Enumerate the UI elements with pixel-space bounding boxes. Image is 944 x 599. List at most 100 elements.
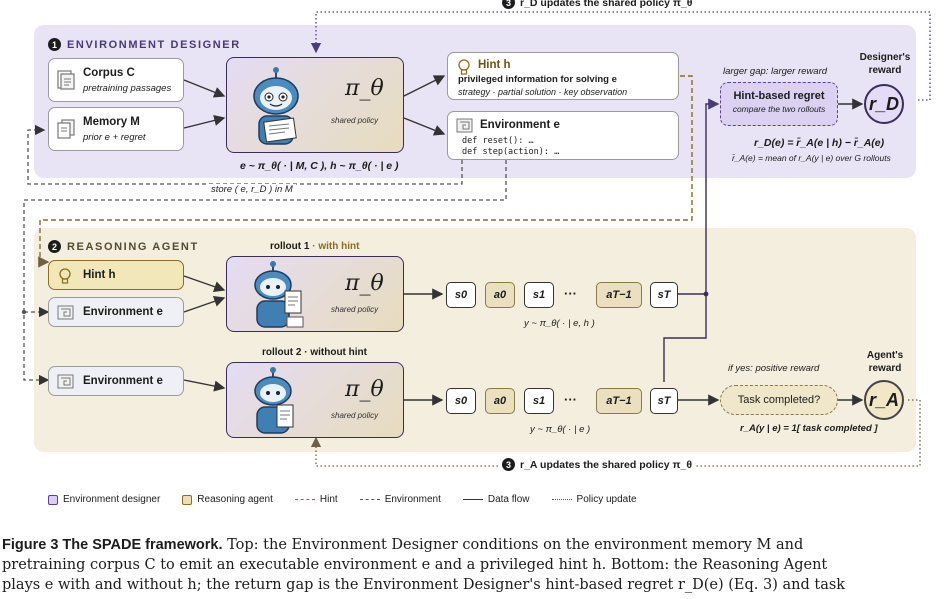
rollout2-to-regret xyxy=(663,296,707,382)
designer-title-text: ENVIRONMENT DESIGNER xyxy=(67,38,241,51)
top-note-text: r_D updates the shared policy π_θ xyxy=(520,0,693,9)
token-a0: a0 xyxy=(485,388,515,414)
agent-reward-circle: r_A xyxy=(864,380,904,420)
token-ellipsis: ··· xyxy=(564,392,577,407)
lightbulb-icon xyxy=(458,59,470,75)
hint-flow-line xyxy=(38,75,693,268)
memory-arrow xyxy=(183,114,226,129)
designer-policy: π_θ shared policy xyxy=(226,57,404,153)
hint-to-policy-arrow xyxy=(183,275,226,293)
positive-reward-label: if yes: positive reward xyxy=(728,363,820,374)
policy-symbol: π_θ xyxy=(345,271,384,296)
agent-hint-label: Hint h xyxy=(83,269,116,281)
corpus-card: Corpus C pretraining passages xyxy=(48,58,184,102)
rollout2-label: rollout 2 · without hint xyxy=(262,347,367,358)
legend-designer: Environment designer xyxy=(48,494,160,505)
agent-policy-2: π_θ shared policy xyxy=(226,362,404,438)
token-aT-1: aT−1 xyxy=(596,282,642,308)
top-policy-update-line xyxy=(310,11,931,101)
designer-reward-label: Designer's reward xyxy=(859,52,911,76)
legend-agent: Reasoning agent xyxy=(182,494,273,505)
gap-label: larger gap: larger reward xyxy=(723,66,828,77)
token-sT: sT xyxy=(650,282,678,308)
legend-environment-line xyxy=(359,499,380,500)
legend-hint: Hint xyxy=(294,494,338,505)
legend-environment: Environment xyxy=(359,494,441,505)
store-memory-line xyxy=(27,124,463,185)
designer-reward-symbol: r_D xyxy=(868,93,899,114)
agent-title-text: REASONING AGENT xyxy=(67,240,199,253)
env-code-step: def step(action): … xyxy=(462,147,560,157)
legend-policy-update-label: Policy update xyxy=(576,494,637,505)
task-question: Task completed? xyxy=(737,394,821,406)
agent-hint-card: Hint h xyxy=(48,260,184,290)
regret-title: Hint-based regret xyxy=(733,90,825,102)
mean-equation: r̄_A(e) = mean of r_A(y | e) over G roll… xyxy=(732,153,891,163)
legend-environment-label: Environment xyxy=(384,494,441,505)
policy-symbol: π_θ xyxy=(345,377,384,402)
agent-reward-label: Agent's reward xyxy=(866,350,904,374)
figure-caption: Figure 3 The SPADE framework. Top: the E… xyxy=(2,535,942,595)
rollout1-distribution: y ~ π_θ( · | e, h ) xyxy=(524,318,595,329)
environment-card: Environment e def reset(): … def step(ac… xyxy=(447,111,679,160)
task-completed-box: Task completed? xyxy=(720,385,838,415)
memory-title: Memory M xyxy=(83,116,140,128)
legend-hint-label: Hint xyxy=(319,494,338,505)
token-aT-1: aT−1 xyxy=(596,388,642,414)
hint-card: Hint h privileged information for solvin… xyxy=(447,52,679,100)
agent-env-card-2: Environment e xyxy=(48,366,184,396)
caption-line-2: pretraining corpus C to emit an executab… xyxy=(2,557,828,573)
env-title: Environment e xyxy=(480,119,560,131)
caption-line1-text: Top: the Environment Designer conditions… xyxy=(227,537,804,553)
memory-card: Memory M prior e + regret xyxy=(48,107,184,151)
policy-sub: shared policy xyxy=(331,305,379,314)
maze-icon xyxy=(456,118,473,133)
rollout1-label: rollout 1 · with hint xyxy=(270,241,359,252)
document-icon xyxy=(57,70,75,90)
lightbulb-icon xyxy=(59,268,71,284)
env-flow-line xyxy=(23,160,507,386)
regret-box: Hint-based regret compare the two rollou… xyxy=(720,82,838,126)
env1-to-policy-arrow xyxy=(183,295,226,313)
agent-reward-equation: r_A(y | e) = 1[ task completed ] xyxy=(740,423,878,434)
legend: Environment designer Reasoning agent Hin… xyxy=(48,494,637,505)
maze-icon xyxy=(57,305,74,320)
legend-designer-swatch xyxy=(48,494,58,505)
legend-policy-update-line xyxy=(551,499,572,500)
legend-hint-line xyxy=(294,499,315,500)
caption-lead: Figure 3 The SPADE framework. xyxy=(2,537,223,553)
hint-line2: strategy · partial solution · key observ… xyxy=(458,87,628,97)
legend-policy-update: Policy update xyxy=(551,494,637,505)
connector-layer xyxy=(21,11,931,467)
legend-dataflow: Data flow xyxy=(462,494,530,505)
env-code-reset: def reset(): … xyxy=(462,136,534,146)
rollout2-title: rollout 2 xyxy=(262,347,302,358)
robot-icon xyxy=(254,367,294,434)
caption-line-3: plays e with and without h; the return g… xyxy=(2,577,846,593)
agent-reward-symbol: r_A xyxy=(868,389,899,410)
bottom-note-text: r_A updates the shared policy π_θ xyxy=(520,458,693,471)
corpus-sub: pretraining passages xyxy=(83,83,172,94)
token-s0: s0 xyxy=(446,282,476,308)
step-number: 1 xyxy=(48,38,61,51)
legend-dataflow-line xyxy=(462,499,483,500)
token-s1: s1 xyxy=(524,388,554,414)
hint-line1: privileged information for solving e xyxy=(458,74,617,85)
regret-equation: r_D(e) = r̄_A(e | h) − r̄_A(e) xyxy=(754,137,885,149)
bottom-policy-update-note: 3 r_A updates the shared policy π_θ xyxy=(498,458,697,471)
token-s0: s0 xyxy=(446,388,476,414)
rollout1-to-regret xyxy=(676,98,720,295)
env2-to-policy-arrow xyxy=(183,379,226,392)
caption-line-1: Figure 3 The SPADE framework. Top: the E… xyxy=(2,535,942,555)
top-policy-update-note: 3 r_D updates the shared policy π_θ xyxy=(498,0,697,9)
rollout1-tag: · with hint xyxy=(312,241,360,252)
rollout2-distribution: y ~ π_θ( · | e ) xyxy=(530,424,591,435)
robot-icon xyxy=(254,261,304,328)
regret-sub: compare the two rollouts xyxy=(732,104,826,114)
policy-sub: shared policy xyxy=(331,411,379,420)
rollout2-tag: · without hint xyxy=(304,347,367,358)
token-ellipsis: ··· xyxy=(564,286,577,301)
policy-hint-arrow xyxy=(403,75,446,97)
legend-agent-swatch xyxy=(182,494,193,505)
legend-designer-label: Environment designer xyxy=(63,494,161,505)
